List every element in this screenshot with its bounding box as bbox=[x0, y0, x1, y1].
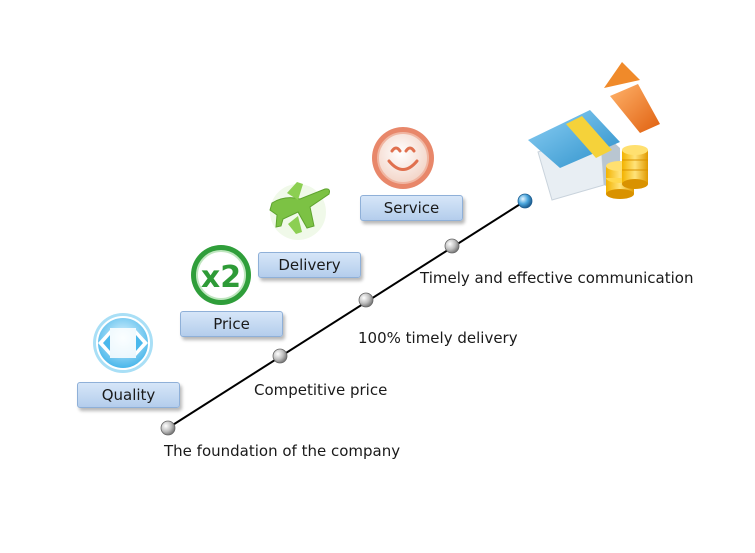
smiley-icon bbox=[372, 127, 434, 189]
node-competitive-price bbox=[272, 348, 288, 364]
service-label: Service bbox=[360, 195, 463, 221]
airplane-icon bbox=[269, 182, 330, 240]
node-communication bbox=[444, 238, 460, 254]
caption-competitive-price: Competitive price bbox=[254, 381, 388, 399]
node-foundation bbox=[160, 420, 176, 436]
caption-timely-delivery: 100% timely delivery bbox=[358, 329, 518, 347]
delivery-label: Delivery bbox=[258, 252, 361, 278]
coin-stack bbox=[606, 145, 648, 199]
price-label: Price bbox=[180, 311, 283, 337]
x2-icon: x2 bbox=[191, 245, 251, 305]
x2-icon-text: x2 bbox=[201, 260, 241, 295]
quality-label: Quality bbox=[77, 382, 180, 408]
progress-line bbox=[167, 200, 526, 429]
node-goal bbox=[517, 193, 533, 209]
caption-communication: Timely and effective communication bbox=[420, 269, 694, 287]
house-coins-icon bbox=[528, 62, 660, 201]
arrows-circle-icon bbox=[93, 313, 153, 373]
node-timely-delivery bbox=[358, 292, 374, 308]
caption-foundation: The foundation of the company bbox=[164, 442, 401, 460]
